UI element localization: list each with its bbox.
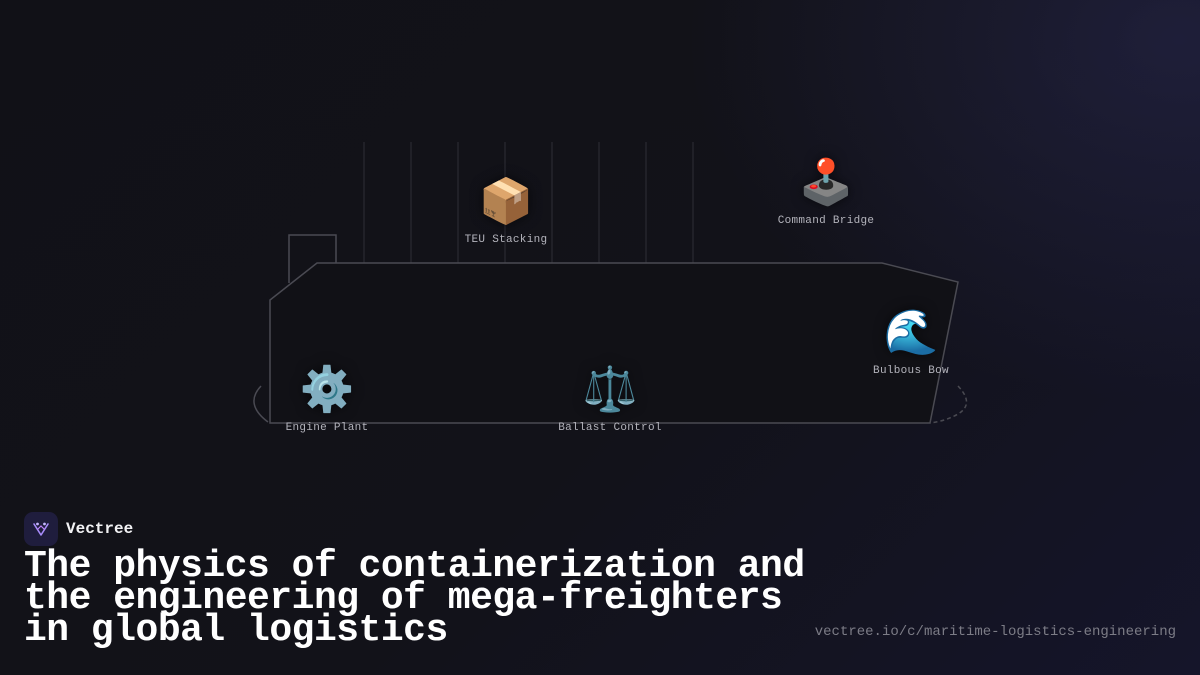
container-stack-lines: [363, 142, 694, 263]
rudder-arc: [253, 385, 269, 423]
gear-icon: ⚙️: [299, 364, 355, 415]
scales-icon: ⚖️: [582, 364, 638, 415]
hull-outline: [269, 262, 959, 424]
package-icon: 📦: [478, 176, 534, 227]
hotspot-label: Ballast Control: [558, 422, 662, 434]
hotspot-label: TEU Stacking: [464, 234, 548, 246]
hotspot-label: Bulbous Bow: [873, 365, 949, 377]
stern-superstructure: [288, 234, 337, 283]
joystick-icon: 🕹️: [798, 157, 854, 208]
page-url[interactable]: vectree.io/c/maritime-logistics-engineer…: [814, 624, 1176, 640]
hotspot-teu-stacking[interactable]: 📦 TEU Stacking: [465, 176, 548, 246]
hotspot-label: Command Bridge: [777, 215, 875, 227]
brand[interactable]: Vectree: [24, 512, 133, 546]
vectree-logo-icon: [24, 512, 58, 546]
wave-icon: 🌊: [883, 307, 939, 358]
hotspot-bulbous-bow[interactable]: 🌊 Bulbous Bow: [873, 307, 949, 377]
hotspot-label: Engine Plant: [285, 422, 369, 434]
page-title: The physics of containerization and the …: [24, 545, 805, 652]
brand-name: Vectree: [66, 520, 134, 538]
hotspot-engine-plant[interactable]: ⚙️ Engine Plant: [286, 364, 369, 434]
hotspot-command-bridge[interactable]: 🕹️ Command Bridge: [778, 157, 875, 227]
hotspot-ballast-control[interactable]: ⚖️ Ballast Control: [558, 364, 662, 434]
